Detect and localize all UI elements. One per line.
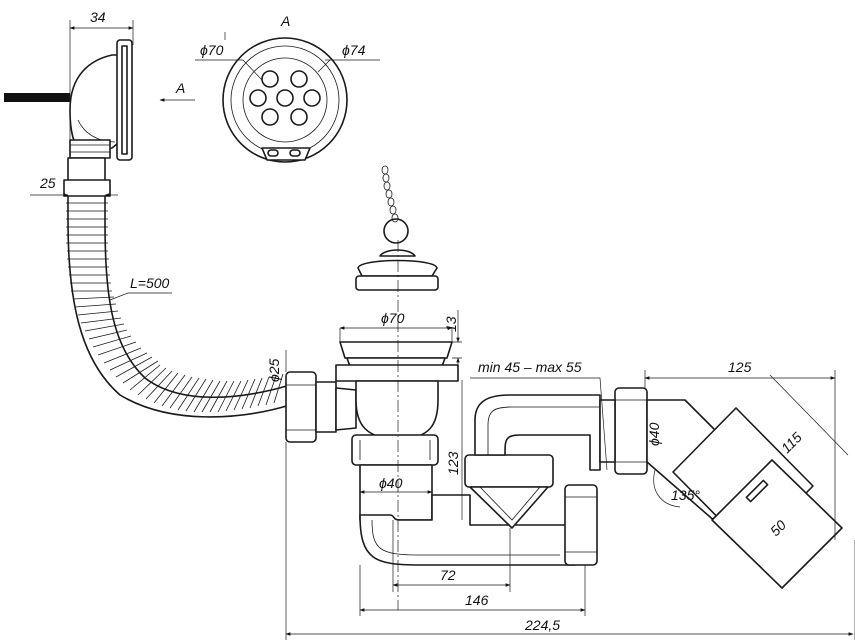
label-view-arrow: A (175, 80, 185, 96)
outlet-assembly (599, 387, 843, 589)
trap-funnel (464, 454, 554, 529)
side-nut (564, 484, 598, 566)
outlet-arch (474, 394, 601, 471)
label-view-a-title: A (280, 13, 290, 29)
label-13: 13 (443, 316, 459, 332)
grate-view-a (222, 37, 348, 163)
plug-with-chain (355, 165, 439, 291)
corrugated-hose (63, 157, 291, 418)
drain-body (335, 341, 459, 521)
label-115: 115 (778, 429, 805, 456)
hose-nut (285, 371, 357, 443)
label-phi74: ϕ74 (342, 42, 366, 58)
overflow-cable (4, 93, 70, 102)
label-phi40-body: ϕ40 (379, 475, 403, 491)
label-min-max: min 45 – max 55 (478, 359, 582, 375)
label-phi25: ϕ25 (266, 358, 282, 382)
label-146: 146 (465, 592, 489, 608)
dimension-lines (30, 20, 855, 640)
label-34: 34 (90, 9, 106, 25)
label-72: 72 (440, 567, 456, 583)
label-25-horizontal: 25 (39, 175, 56, 191)
label-123: 123 (445, 451, 461, 475)
overflow-head (4, 39, 133, 161)
chain (381, 165, 399, 223)
label-135: 135° (671, 487, 700, 503)
label-phi70-flange: ϕ70 (381, 310, 405, 326)
label-phi70-top: ϕ70 (200, 42, 224, 58)
label-hose-length: L=500 (130, 275, 170, 291)
label-224-5: 224,5 (524, 617, 560, 633)
u-bend (359, 494, 576, 566)
label-125: 125 (728, 359, 752, 375)
label-phi40-right: ϕ40 (646, 422, 662, 446)
